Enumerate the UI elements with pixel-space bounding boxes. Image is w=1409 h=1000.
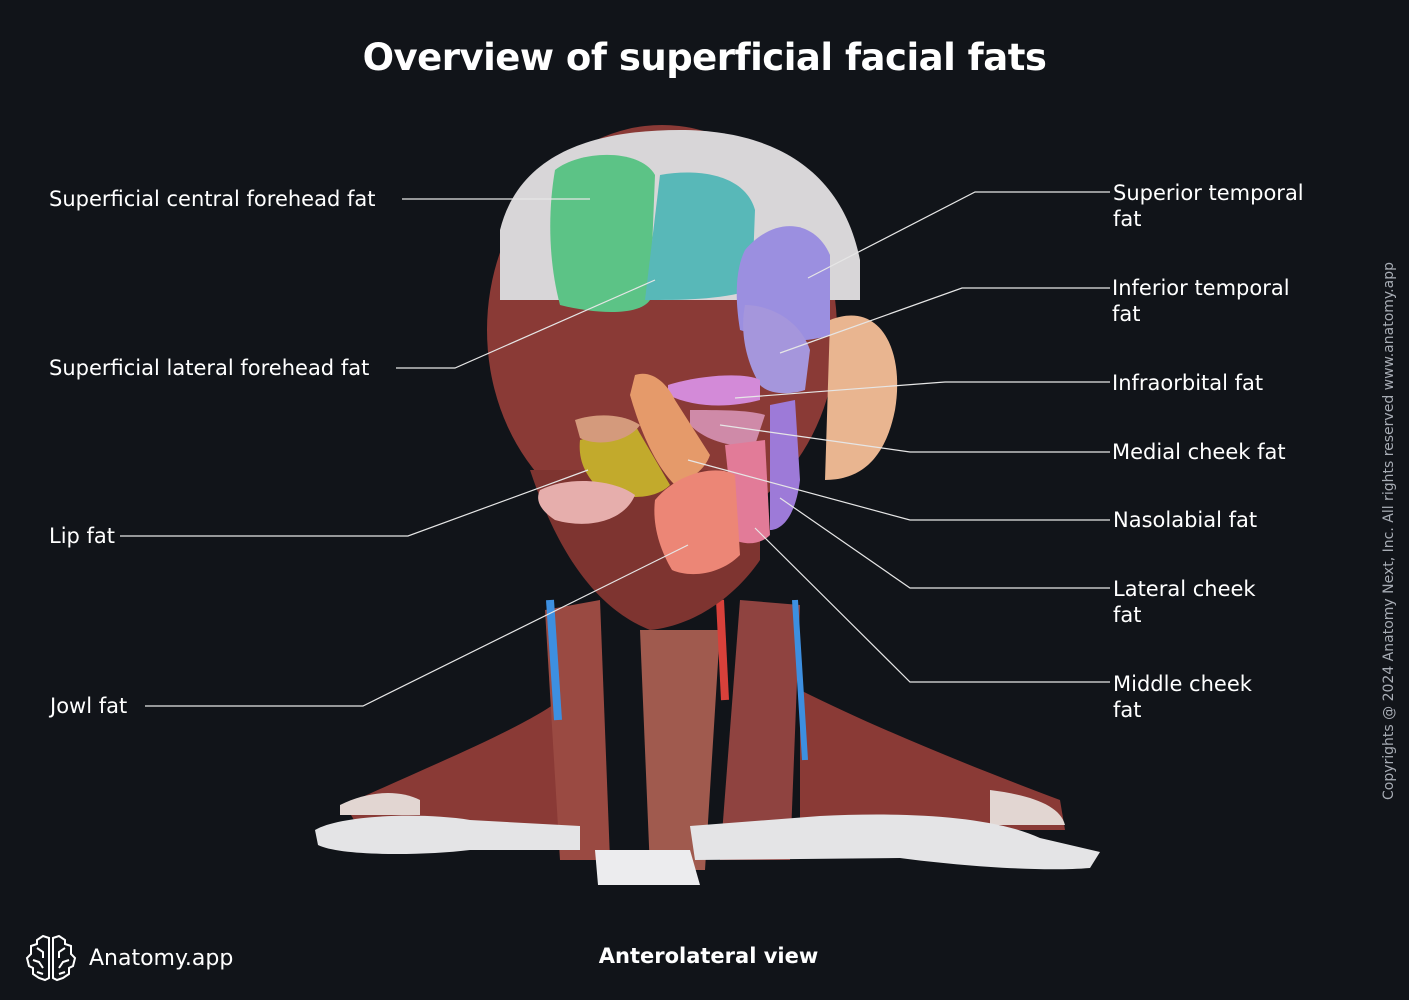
label-nasolabial-fat: Nasolabial fat bbox=[1113, 508, 1258, 532]
leader-line-infraorbital bbox=[734, 381, 1110, 399]
jowl-fat bbox=[654, 470, 740, 575]
leader-line-nasolabial bbox=[687, 459, 1110, 521]
label-infraorbital-fat: Infraorbital fat bbox=[1112, 371, 1264, 395]
inferior-temporal-fat bbox=[743, 305, 810, 394]
nasolabial-fat bbox=[630, 373, 710, 485]
copyright-notice: Copyrights @ 2024 Anatomy Next, Inc. All… bbox=[1381, 262, 1397, 800]
leader-line-lateral-cheek bbox=[779, 497, 1110, 589]
lateral-forehead-fat bbox=[645, 172, 755, 300]
leader-line-medial-cheek bbox=[719, 424, 1110, 453]
label-medial-cheek-fat: Medial cheek fat bbox=[1112, 440, 1286, 464]
ear bbox=[825, 315, 898, 480]
leader-line-inferior-temporal bbox=[779, 287, 1110, 354]
label-inferior-temporal-fat: Inferior temporal fat bbox=[1112, 276, 1290, 326]
brand-logo[interactable]: Anatomy.app bbox=[25, 934, 233, 982]
label-superior-temporal-fat: Superior temporal fat bbox=[1113, 181, 1304, 231]
label-superficial-central-forehead-fat: Superficial central forehead fat bbox=[49, 187, 376, 211]
leader-line-middle-cheek bbox=[754, 527, 1110, 683]
leader-line-jowl bbox=[145, 544, 689, 707]
neck-shoulder-muscles bbox=[340, 599, 1065, 870]
medial-cheek-fat bbox=[690, 410, 765, 446]
clavicles-sternum bbox=[315, 814, 1100, 885]
brain-icon bbox=[25, 934, 77, 982]
lips bbox=[538, 480, 635, 524]
view-label: Anterolateral view bbox=[598, 944, 819, 968]
central-forehead-fat bbox=[550, 154, 655, 312]
fat-compartments bbox=[538, 154, 830, 575]
label-jowl-fat: Jowl fat bbox=[50, 694, 128, 718]
brand-name: Anatomy.app bbox=[89, 945, 234, 971]
lateral-cheek-fat bbox=[770, 400, 800, 530]
page-title: Overview of superficial facial fats bbox=[362, 36, 1047, 79]
label-lateral-cheek-fat: Lateral cheek fat bbox=[1113, 577, 1256, 627]
label-superficial-lateral-forehead-fat: Superficial lateral forehead fat bbox=[49, 356, 370, 380]
lip-fat bbox=[579, 425, 670, 497]
leader-lines bbox=[120, 191, 1110, 707]
leader-line-lateral-forehead bbox=[396, 279, 656, 369]
leader-line-lip bbox=[120, 469, 589, 537]
nose bbox=[575, 415, 640, 443]
label-middle-cheek-fat: Middle cheek fat bbox=[1113, 672, 1252, 722]
leader-line-superior-temporal bbox=[807, 191, 1110, 279]
label-lip-fat: Lip fat bbox=[49, 524, 116, 548]
